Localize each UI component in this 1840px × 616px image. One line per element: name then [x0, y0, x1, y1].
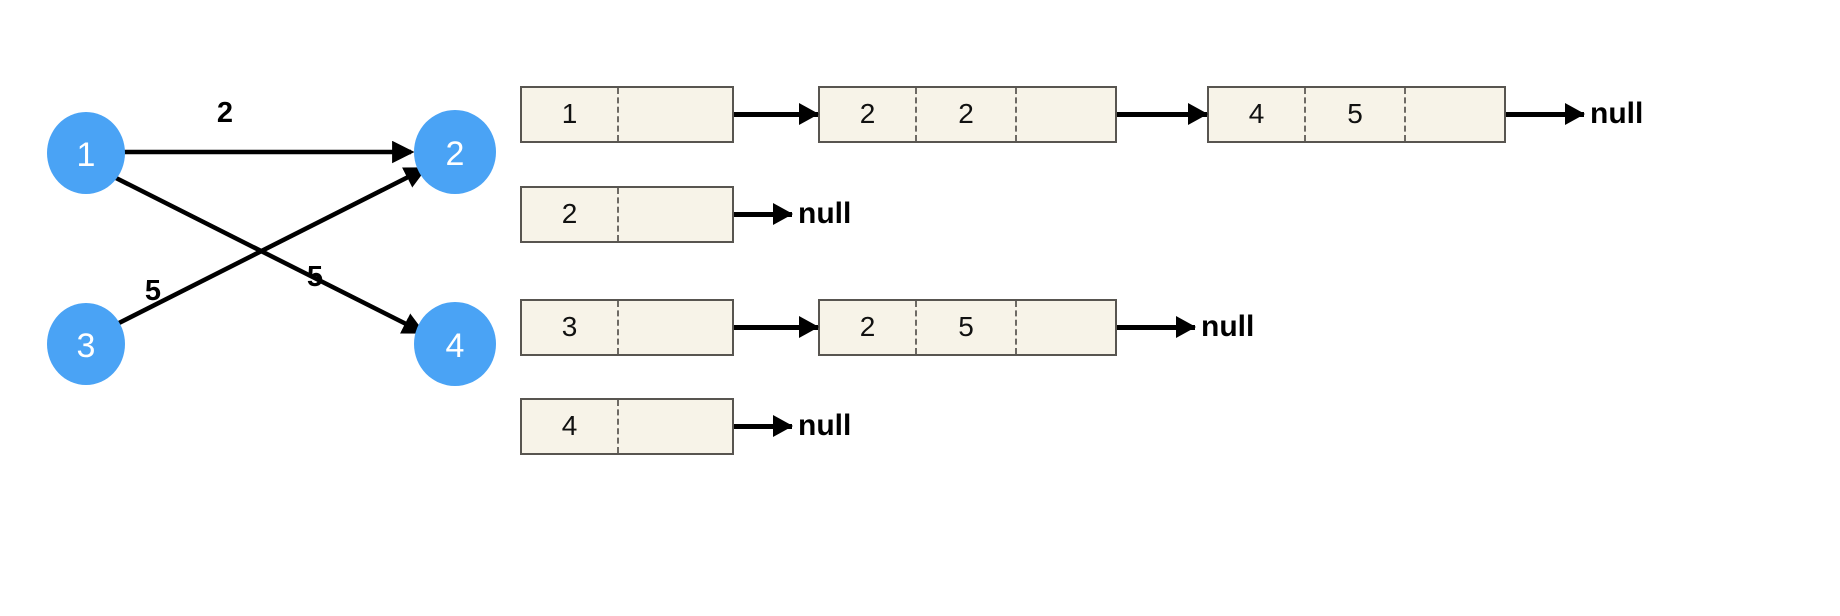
list-cell-pointer [1015, 300, 1115, 354]
list-cell-pointer [1015, 87, 1115, 141]
edge-3-to-2 [113, 166, 428, 328]
adjacency-row-1: 1 2 2 4 5 null [520, 83, 1643, 145]
list-node[interactable]: 2 2 [818, 85, 1117, 143]
graph-node-3[interactable]: 3 [47, 303, 125, 385]
node-2-circle [414, 110, 496, 194]
edge-weight-1-2: 2 [217, 97, 233, 129]
list-cell-pointer [617, 399, 732, 453]
edge-weight-3-2: 5 [145, 275, 161, 307]
list-cell-value: 1 [561, 98, 578, 129]
list-cell-vertex: 2 [859, 98, 876, 129]
node-3-label: 3 [77, 327, 96, 365]
list-node[interactable]: 2 [520, 185, 734, 243]
list-arrow [734, 111, 818, 117]
list-arrow [734, 324, 818, 330]
list-cell-pointer [617, 300, 732, 354]
node-4-label: 4 [446, 327, 465, 365]
list-null-terminator: null [1590, 97, 1644, 130]
node-2-label: 2 [446, 135, 465, 173]
node-4-circle [414, 302, 496, 386]
list-cell-vertex: 2 [859, 311, 876, 342]
list-null-terminator: null [798, 197, 852, 230]
adjacency-row-2: 2 null [520, 183, 851, 245]
list-cell-value: 2 [561, 198, 578, 229]
list-node[interactable]: 4 [520, 397, 734, 455]
list-cell-pointer [617, 87, 732, 141]
list-arrow [734, 423, 792, 429]
list-arrow [734, 211, 792, 217]
list-cell-weight: 5 [915, 300, 1015, 354]
list-cell-vertex: 4 [1248, 98, 1265, 129]
list-cell-weight: 2 [915, 87, 1015, 141]
list-node[interactable]: 4 5 [1207, 85, 1506, 143]
list-cell-value: 4 [561, 410, 578, 441]
list-node[interactable]: 1 [520, 85, 734, 143]
list-node[interactable]: 3 [520, 298, 734, 356]
list-null-terminator: null [1201, 310, 1255, 343]
node-1-circle [47, 112, 125, 194]
edge-weight-1-4: 5 [307, 261, 323, 293]
list-arrow [1117, 324, 1195, 330]
node-1-label: 1 [77, 136, 96, 174]
list-cell-value: 3 [561, 311, 578, 342]
graph-panel: 1 2 3 4 2 5 5 [0, 0, 520, 616]
list-cell-pointer [1404, 87, 1504, 141]
graph-node-4[interactable]: 4 [414, 302, 496, 386]
edge-1-to-4 [112, 174, 426, 335]
list-cell-pointer [617, 187, 732, 241]
list-arrow [1506, 111, 1584, 117]
list-arrow [1117, 111, 1207, 117]
list-cell-weight: 5 [1304, 87, 1404, 141]
graph-node-2[interactable]: 2 [414, 110, 496, 194]
adjacency-row-4: 4 null [520, 395, 851, 457]
node-3-circle [47, 303, 125, 385]
adjacency-list-panel: 1 2 2 4 5 null 2 nu [520, 0, 1840, 616]
adjacency-row-3: 3 2 5 null [520, 296, 1254, 358]
graph-svg: 1 2 3 4 2 5 5 [47, 97, 496, 386]
graph-node-1[interactable]: 1 [47, 112, 125, 194]
list-node[interactable]: 2 5 [818, 298, 1117, 356]
list-null-terminator: null [798, 409, 852, 442]
